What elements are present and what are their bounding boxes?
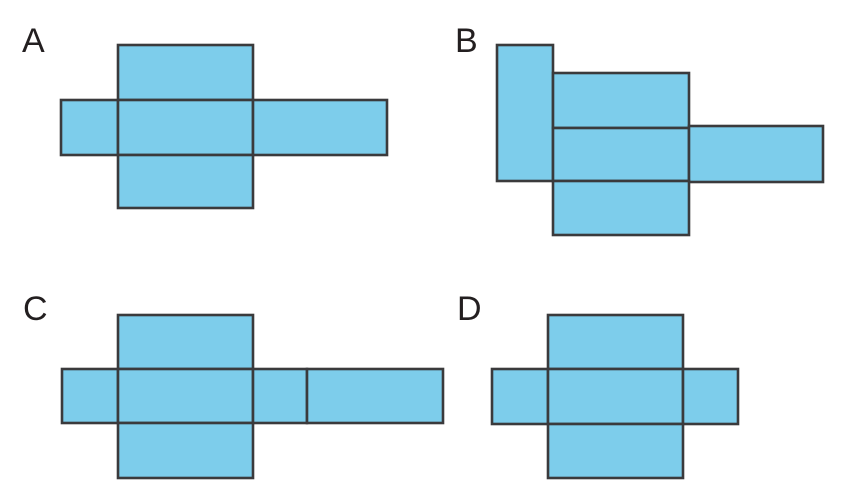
panel-label-b: B xyxy=(455,22,478,60)
net-d-face-left-square xyxy=(490,367,550,426)
net-a-face-top-square xyxy=(116,43,255,102)
net-c-face-center-square xyxy=(116,367,255,425)
net-c-face-small-right-square xyxy=(251,367,309,425)
net-b-face-right-rect xyxy=(687,124,825,184)
net-a-face-left-square xyxy=(59,98,120,157)
net-d xyxy=(490,313,740,480)
net-a-face-bottom-square xyxy=(116,153,255,210)
net-d-face-top-square xyxy=(546,313,685,371)
net-a-face-center-square xyxy=(116,98,255,157)
net-d-face-right-square xyxy=(681,367,740,426)
net-b xyxy=(495,43,825,237)
net-b-face-center-rect xyxy=(551,126,691,183)
net-c-face-left-square xyxy=(60,367,120,425)
faces-root xyxy=(59,43,825,480)
net-b-face-upper-center-rect xyxy=(551,71,691,130)
panel-label-c: C xyxy=(23,290,48,328)
net-a-face-right-rect xyxy=(251,98,389,157)
panel-label-a: A xyxy=(22,22,45,60)
net-d-face-bottom-square xyxy=(546,422,685,480)
net-c-face-bottom-square xyxy=(116,421,255,480)
panel-label-d: D xyxy=(457,290,482,328)
net-c-face-far-right-rect xyxy=(305,367,445,425)
net-c-face-top-square xyxy=(116,313,255,371)
net-b-face-bottom-rect xyxy=(551,179,691,237)
net-c xyxy=(60,313,445,480)
net-d-face-center-square xyxy=(546,367,685,426)
net-b-face-left-tall-rect xyxy=(495,43,555,183)
net-a xyxy=(59,43,389,210)
